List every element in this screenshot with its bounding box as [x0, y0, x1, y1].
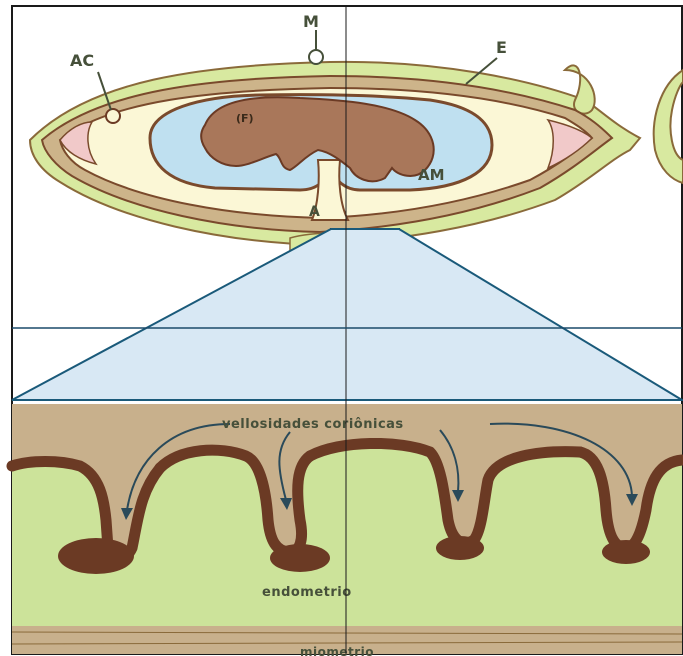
- label-m: M: [303, 12, 319, 31]
- label-vellosidades: vellosidades coriônicas: [222, 417, 404, 432]
- villus-tip-3: [436, 536, 484, 560]
- label-e: E: [496, 38, 507, 57]
- m-marker-circle: [309, 50, 323, 64]
- label-fetus: (F): [236, 112, 254, 125]
- label-endometrio: endometrio: [262, 585, 352, 600]
- villus-tip-4: [602, 540, 650, 564]
- label-a: A: [309, 204, 320, 220]
- label-miometrio: miometrio: [300, 645, 374, 656]
- label-am: AM: [418, 166, 445, 184]
- villus-tip-2: [270, 544, 330, 572]
- label-ac: AC: [70, 51, 94, 70]
- villi-detail: [12, 404, 682, 654]
- villus-tip-1: [58, 538, 134, 574]
- ac-vesicle: [106, 109, 120, 123]
